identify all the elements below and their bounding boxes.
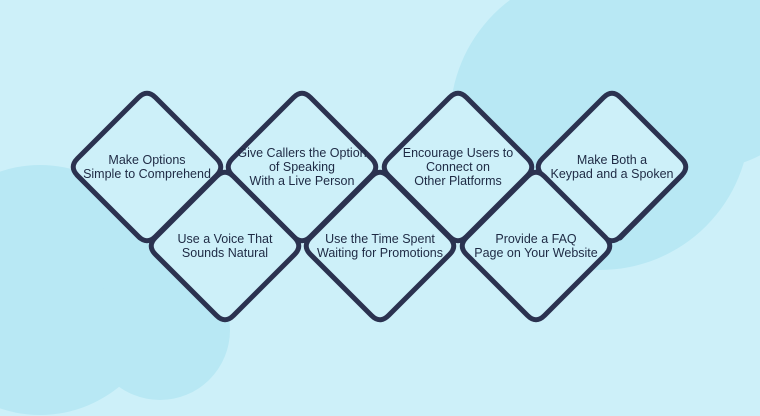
tip-line: Use a Voice That	[177, 232, 273, 246]
tip-line: With a Live Person	[249, 174, 355, 188]
diamond-natural-voice	[148, 169, 302, 323]
tip-line: Give Callers the Option	[237, 146, 367, 160]
tip-faq-page: Provide a FAQ Page on Your Website	[474, 232, 597, 260]
tip-keypad-and-spoken: Make Both a Keypad and a Spoken	[550, 153, 673, 181]
tip-line: Connect on	[426, 160, 490, 174]
tip-make-options-simple: Make Options Simple to Comprehend	[83, 153, 211, 181]
tip-waiting-promotions: Use the Time Spent Waiting for Promotion…	[317, 232, 443, 260]
tip-line: Encourage Users to	[402, 146, 514, 160]
tip-live-person-option: Give Callers the Option of Speaking With…	[237, 146, 366, 188]
diamond-shapes	[70, 90, 689, 323]
tip-other-platforms: Encourage Users to Connect on Other Plat…	[403, 146, 513, 188]
tip-line: Provide a FAQ	[495, 232, 577, 246]
diamond-faq-page	[459, 169, 613, 323]
diamond-waiting-promotions	[303, 169, 457, 323]
tip-line: Waiting for Promotions	[317, 246, 443, 260]
tip-natural-voice: Use a Voice That Sounds Natural	[178, 232, 273, 260]
tip-line: Sounds Natural	[181, 246, 269, 260]
tip-line: Simple to Comprehend	[83, 167, 211, 181]
tip-line: Make Options	[108, 153, 186, 167]
tip-line: of Speaking	[268, 160, 336, 174]
tip-line: Make Both a	[576, 153, 648, 167]
tip-line: Other Platforms	[414, 174, 502, 188]
tip-line: Page on Your Website	[474, 246, 598, 260]
tip-line: Use the Time Spent	[325, 232, 435, 246]
tip-line: Keypad and a Spoken	[550, 167, 674, 181]
